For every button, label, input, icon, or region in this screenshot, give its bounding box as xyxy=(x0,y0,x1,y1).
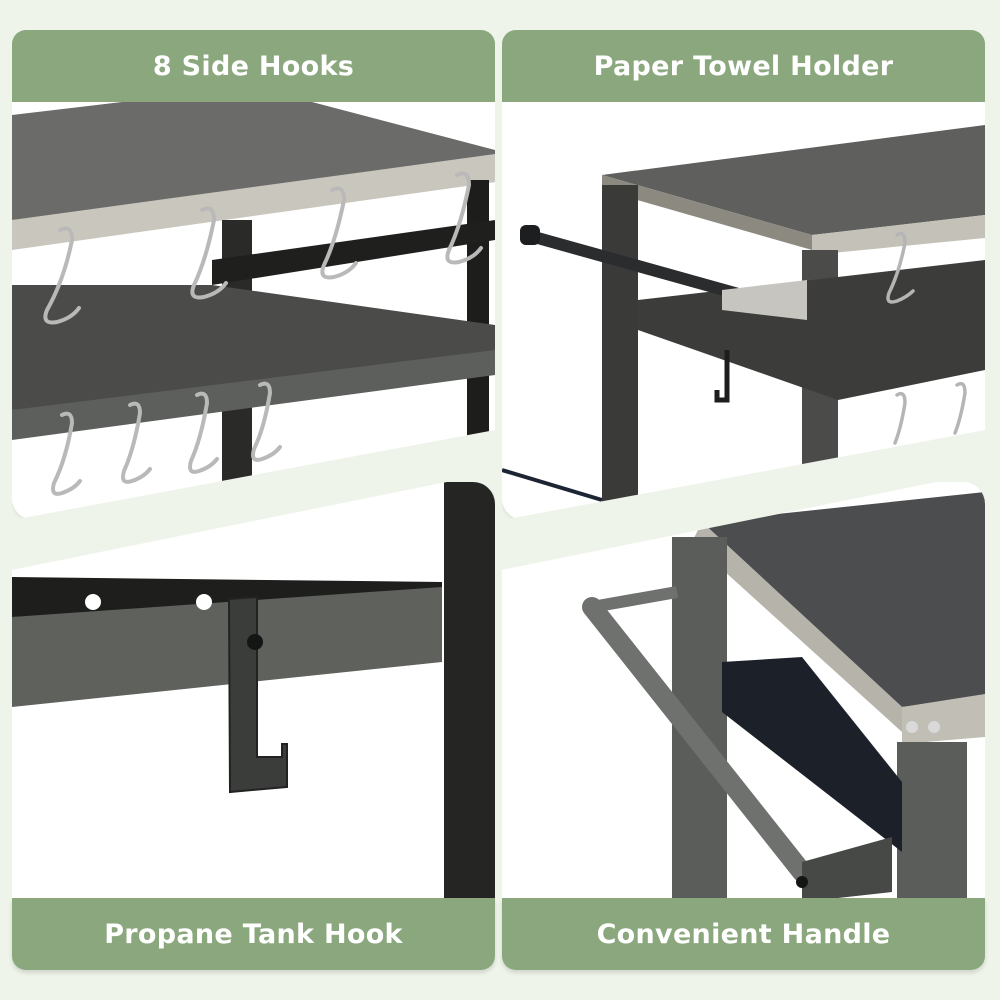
s-hook-icon xyxy=(43,171,483,496)
paper-towel-holder-title: Paper Towel Holder xyxy=(593,50,894,82)
side-hooks-photo xyxy=(12,70,495,520)
side-hooks-panel xyxy=(12,70,495,520)
propane-tank-hook-panel xyxy=(12,482,495,922)
paper-towel-holder-label: Paper Towel Holder xyxy=(502,30,985,102)
paper-towel-holder-photo xyxy=(502,70,985,520)
propane-tank-hook-label: Propane Tank Hook xyxy=(12,898,495,970)
paper-towel-holder-panel xyxy=(502,70,985,520)
propane-tank-hook-title: Propane Tank Hook xyxy=(104,918,403,950)
convenient-handle-photo xyxy=(502,482,985,922)
convenient-handle-panel xyxy=(502,482,985,922)
side-hooks-label: 8 Side Hooks xyxy=(12,30,495,102)
propane-tank-hook-photo xyxy=(12,482,495,922)
convenient-handle-title: Convenient Handle xyxy=(596,918,891,950)
convenient-handle-label: Convenient Handle xyxy=(502,898,985,970)
side-hooks-title: 8 Side Hooks xyxy=(152,50,355,82)
